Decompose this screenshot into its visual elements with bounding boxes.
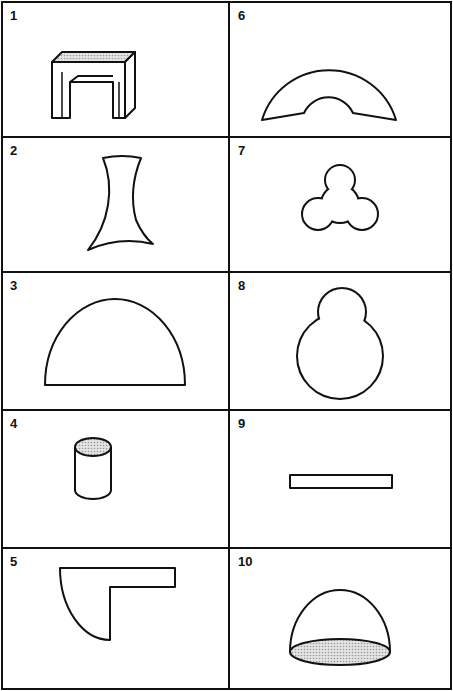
callout-number: 7 xyxy=(238,144,245,157)
dome-shape xyxy=(290,590,390,665)
callout-number: 2 xyxy=(10,144,17,157)
callout-number: 5 xyxy=(10,555,17,568)
flat-bar xyxy=(290,475,392,488)
callout-number: 10 xyxy=(238,555,252,568)
arch-shape xyxy=(262,70,396,120)
callout-number: 6 xyxy=(238,9,245,22)
callout-number: 3 xyxy=(10,279,17,292)
callout-number: 8 xyxy=(238,279,245,292)
flared-shape xyxy=(88,156,153,250)
half-disc xyxy=(45,299,185,385)
callout-number: 9 xyxy=(238,417,245,430)
quarter-l-shape xyxy=(60,568,175,640)
callout-number: 4 xyxy=(10,417,17,430)
trefoil-shape xyxy=(303,166,377,229)
gourd-shape xyxy=(298,289,382,398)
cylinder xyxy=(75,438,111,499)
callout-number: 1 xyxy=(10,9,17,22)
table-block xyxy=(52,52,135,118)
